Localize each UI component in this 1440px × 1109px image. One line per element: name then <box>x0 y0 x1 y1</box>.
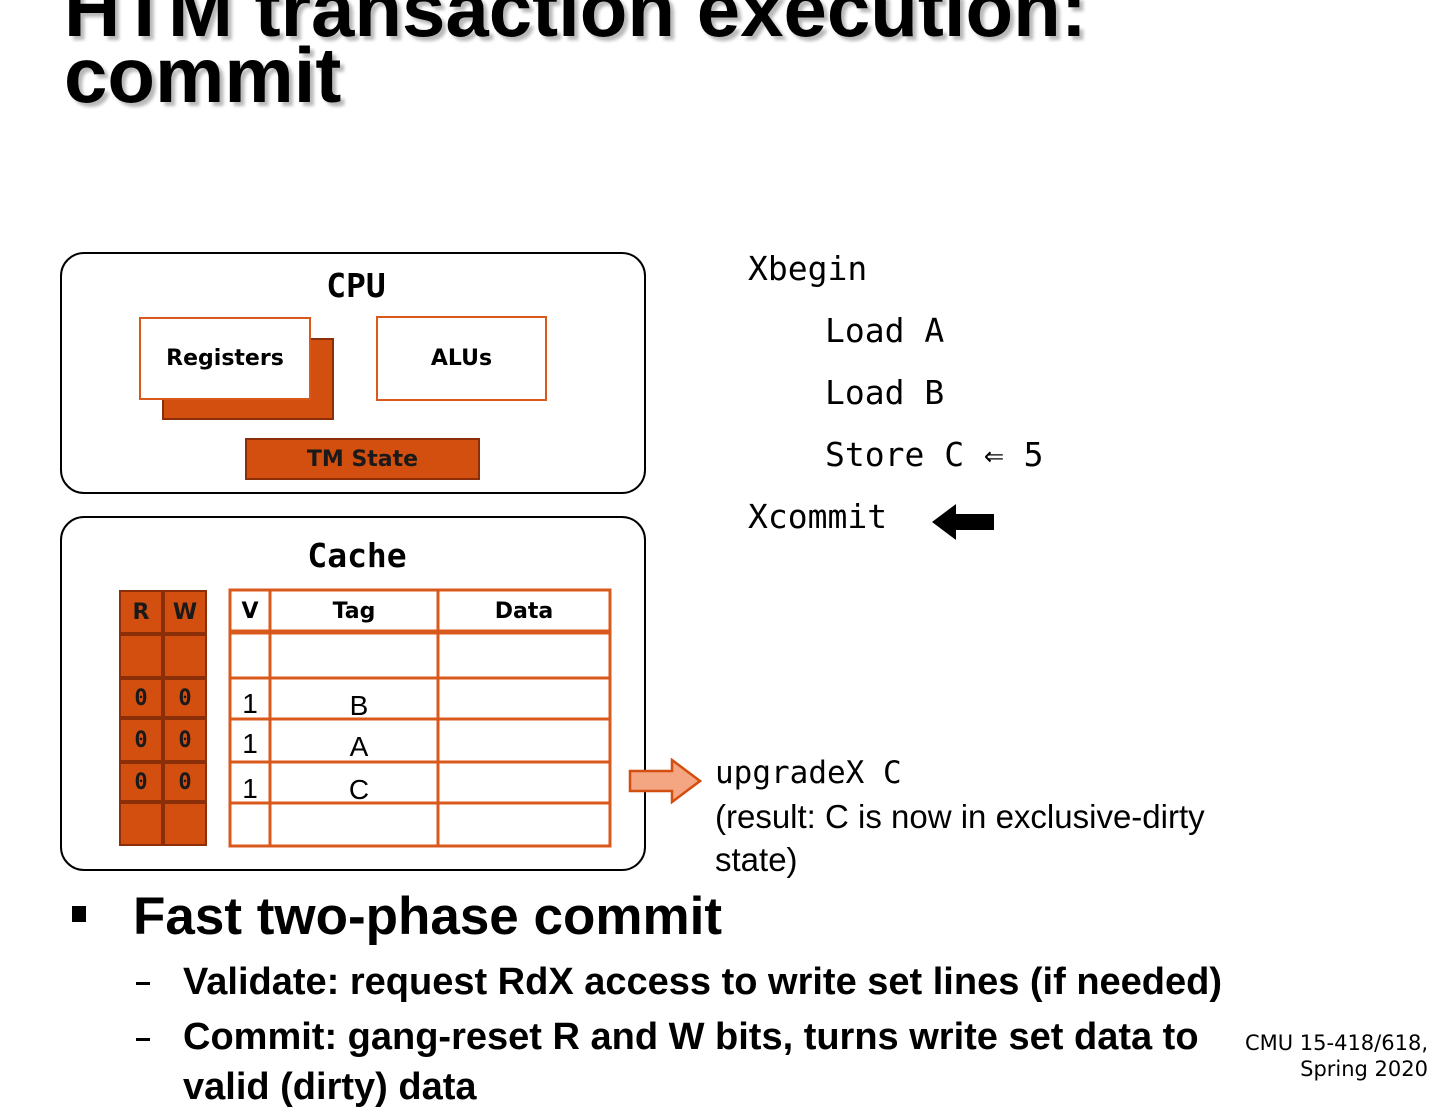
tag-value: B <box>349 690 369 721</box>
upgrade-arrow-icon <box>628 758 702 804</box>
code-store-c: Store C ⇐ 5 <box>825 435 1044 474</box>
w-bit: 0 <box>178 727 192 753</box>
upgrade-result-line2: state) <box>715 841 798 878</box>
tm-state-label: TM State <box>306 446 419 472</box>
w-header: W <box>172 599 198 625</box>
code-load-a: Load A <box>825 311 945 350</box>
slide-title-line2: commit <box>64 31 342 119</box>
v-bit: 1 <box>242 688 258 719</box>
w-bit: 0 <box>178 685 192 711</box>
bullet-square-icon <box>72 906 86 922</box>
tag-value: C <box>348 774 370 805</box>
code-load-b: Load B <box>825 373 945 412</box>
cache-grid <box>228 588 612 848</box>
tag-value: A <box>349 731 369 762</box>
upgrade-result-line1: (result: C is now in exclusive-dirty <box>715 798 1205 835</box>
footer-line2: Spring 2020 <box>1300 1057 1428 1081</box>
registers-box: Registers <box>139 317 311 400</box>
main-bullet: Fast two-phase commit <box>133 887 722 946</box>
footer-line1: CMU 15-418/618, <box>1244 1031 1428 1055</box>
sub-bullet-validate: Validate: request RdX access to write se… <box>183 961 1223 1003</box>
v-bit: 1 <box>242 728 258 759</box>
code-xbegin: Xbegin <box>748 249 868 288</box>
dash-icon <box>136 982 150 985</box>
alus-box: ALUs <box>376 316 547 401</box>
cpu-label: CPU <box>326 266 386 305</box>
r-bit: 0 <box>134 727 148 753</box>
w-bit: 0 <box>178 769 192 795</box>
sub-bullet-commit: Commit: gang-reset R and W bits, turns w… <box>183 1016 1199 1058</box>
slide-title-line1: HTM transaction execution: <box>64 0 1087 53</box>
r-bit: 0 <box>134 769 148 795</box>
current-instruction-arrow-icon <box>932 504 994 540</box>
v-bit: 1 <box>242 773 258 804</box>
sub-bullet-commit-cont: valid (dirty) data <box>183 1066 477 1108</box>
data-header: Data <box>494 598 554 624</box>
dash-icon <box>136 1038 150 1041</box>
r-header: R <box>132 599 150 625</box>
rw-columns: R W 0 0 0 0 0 0 <box>119 590 207 846</box>
tag-header: Tag <box>332 598 376 624</box>
code-xcommit: Xcommit <box>748 497 888 536</box>
tm-state-box: TM State <box>245 438 480 480</box>
upgrade-command: upgradeX C <box>715 755 902 791</box>
v-header: V <box>241 598 259 624</box>
cache-label: Cache <box>307 536 407 575</box>
footer-course: CMU 15-418/618, Spring 2020 <box>1245 1030 1428 1082</box>
r-bit: 0 <box>134 685 148 711</box>
